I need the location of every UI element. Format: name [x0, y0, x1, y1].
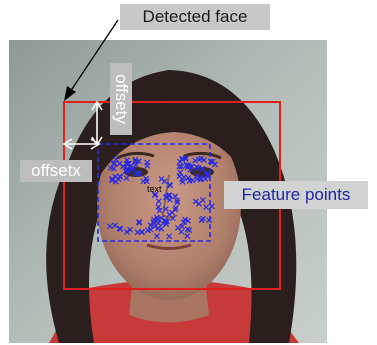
feature-point-92: [166, 192, 173, 199]
feature-point-28: [107, 164, 114, 171]
offsety-label: offsety: [110, 63, 132, 135]
feature-point-66: [201, 157, 207, 163]
feature-point-60: [195, 156, 202, 163]
feature-point-45: [176, 163, 183, 170]
feature-point-138: [127, 226, 134, 233]
feature-point-55: [185, 175, 192, 181]
feature-point-86: [163, 205, 169, 212]
feature-point-53: [204, 171, 211, 178]
feature-point-107: [165, 192, 172, 199]
feature-point-38: [143, 175, 149, 182]
feature-point-30: [144, 162, 151, 169]
feature-points: [107, 155, 218, 240]
feature-point-150: [208, 203, 215, 210]
feature-point-136: [147, 226, 154, 233]
feature-point-121: [182, 216, 188, 223]
offsetx-label: offsetx: [20, 160, 92, 182]
feature-point-126: [184, 233, 191, 239]
feature-point-49: [199, 166, 206, 173]
detected-face-label: Detected face: [120, 4, 270, 30]
feature-point-144: [203, 204, 210, 211]
feature-point-128: [179, 223, 186, 230]
feature-point-85: [172, 193, 179, 200]
feature-point-76: [183, 162, 190, 169]
offsety-text: offsety: [112, 74, 131, 124]
feature-point-143: [116, 225, 123, 232]
feature-point-72: [204, 170, 211, 177]
feature-point-119: [154, 216, 161, 223]
feature-point-117: [185, 217, 191, 224]
feature-points-label: Feature points: [224, 181, 368, 209]
feature-point-134: [186, 227, 193, 234]
feature-region-box: [97, 143, 211, 242]
feature-point-21: [109, 177, 116, 184]
feature-point-64: [207, 158, 214, 165]
feature-point-129: [136, 219, 143, 226]
feature-point-127: [154, 233, 160, 239]
offsetx-arrow: [62, 138, 101, 150]
feature-point-65: [182, 155, 189, 161]
feature-point-103: [151, 192, 158, 199]
feature-point-82: [166, 197, 173, 203]
feature-point-116: [158, 226, 165, 232]
feature-point-99: [167, 182, 174, 189]
feature-point-39: [135, 170, 142, 177]
feature-point-104: [155, 204, 162, 210]
feature-point-36: [116, 173, 123, 180]
feature-point-137: [138, 228, 145, 235]
feature-point-31: [123, 166, 130, 173]
feature-point-34: [116, 160, 123, 167]
feature-point-32: [123, 175, 130, 182]
feature-point-142: [123, 228, 130, 235]
feature-point-71: [189, 177, 196, 184]
feature-point-24: [130, 164, 137, 171]
feature-point-106: [158, 215, 165, 221]
feature-point-147: [206, 217, 213, 224]
feature-point-54: [202, 175, 209, 182]
feature-point-26: [111, 160, 118, 167]
feature-point-77: [177, 169, 184, 176]
feature-point-133: [150, 218, 157, 225]
feature-point-141: [107, 223, 113, 230]
feature-point-148: [200, 215, 206, 222]
feature-point-91: [174, 199, 181, 206]
feature-point-67: [192, 157, 199, 164]
feature-point-41: [189, 163, 195, 170]
feature-point-100: [155, 198, 162, 205]
feature-point-122: [163, 221, 170, 227]
feature-point-105: [156, 207, 163, 214]
feature-point-131: [166, 233, 173, 240]
feature-point-135: [178, 228, 185, 235]
text-marker: text: [147, 184, 162, 194]
feature-point-101: [158, 176, 165, 182]
feature-point-59: [209, 158, 216, 165]
feature-point-74: [179, 176, 186, 183]
feature-point-79: [197, 176, 204, 183]
feature-point-10: [113, 156, 119, 163]
feature-point-102: [174, 197, 180, 204]
feature-point-35: [135, 158, 142, 165]
feature-point-58: [197, 175, 204, 181]
feature-point-139: [112, 222, 118, 229]
feature-point-151: [196, 200, 202, 207]
feature-point-33: [124, 165, 130, 172]
feature-point-27: [124, 157, 130, 164]
feature-point-73: [186, 163, 193, 170]
feature-point-95: [172, 206, 179, 213]
feature-point-78: [193, 164, 200, 170]
feature-point-62: [178, 163, 185, 170]
feature-point-75: [179, 156, 186, 163]
